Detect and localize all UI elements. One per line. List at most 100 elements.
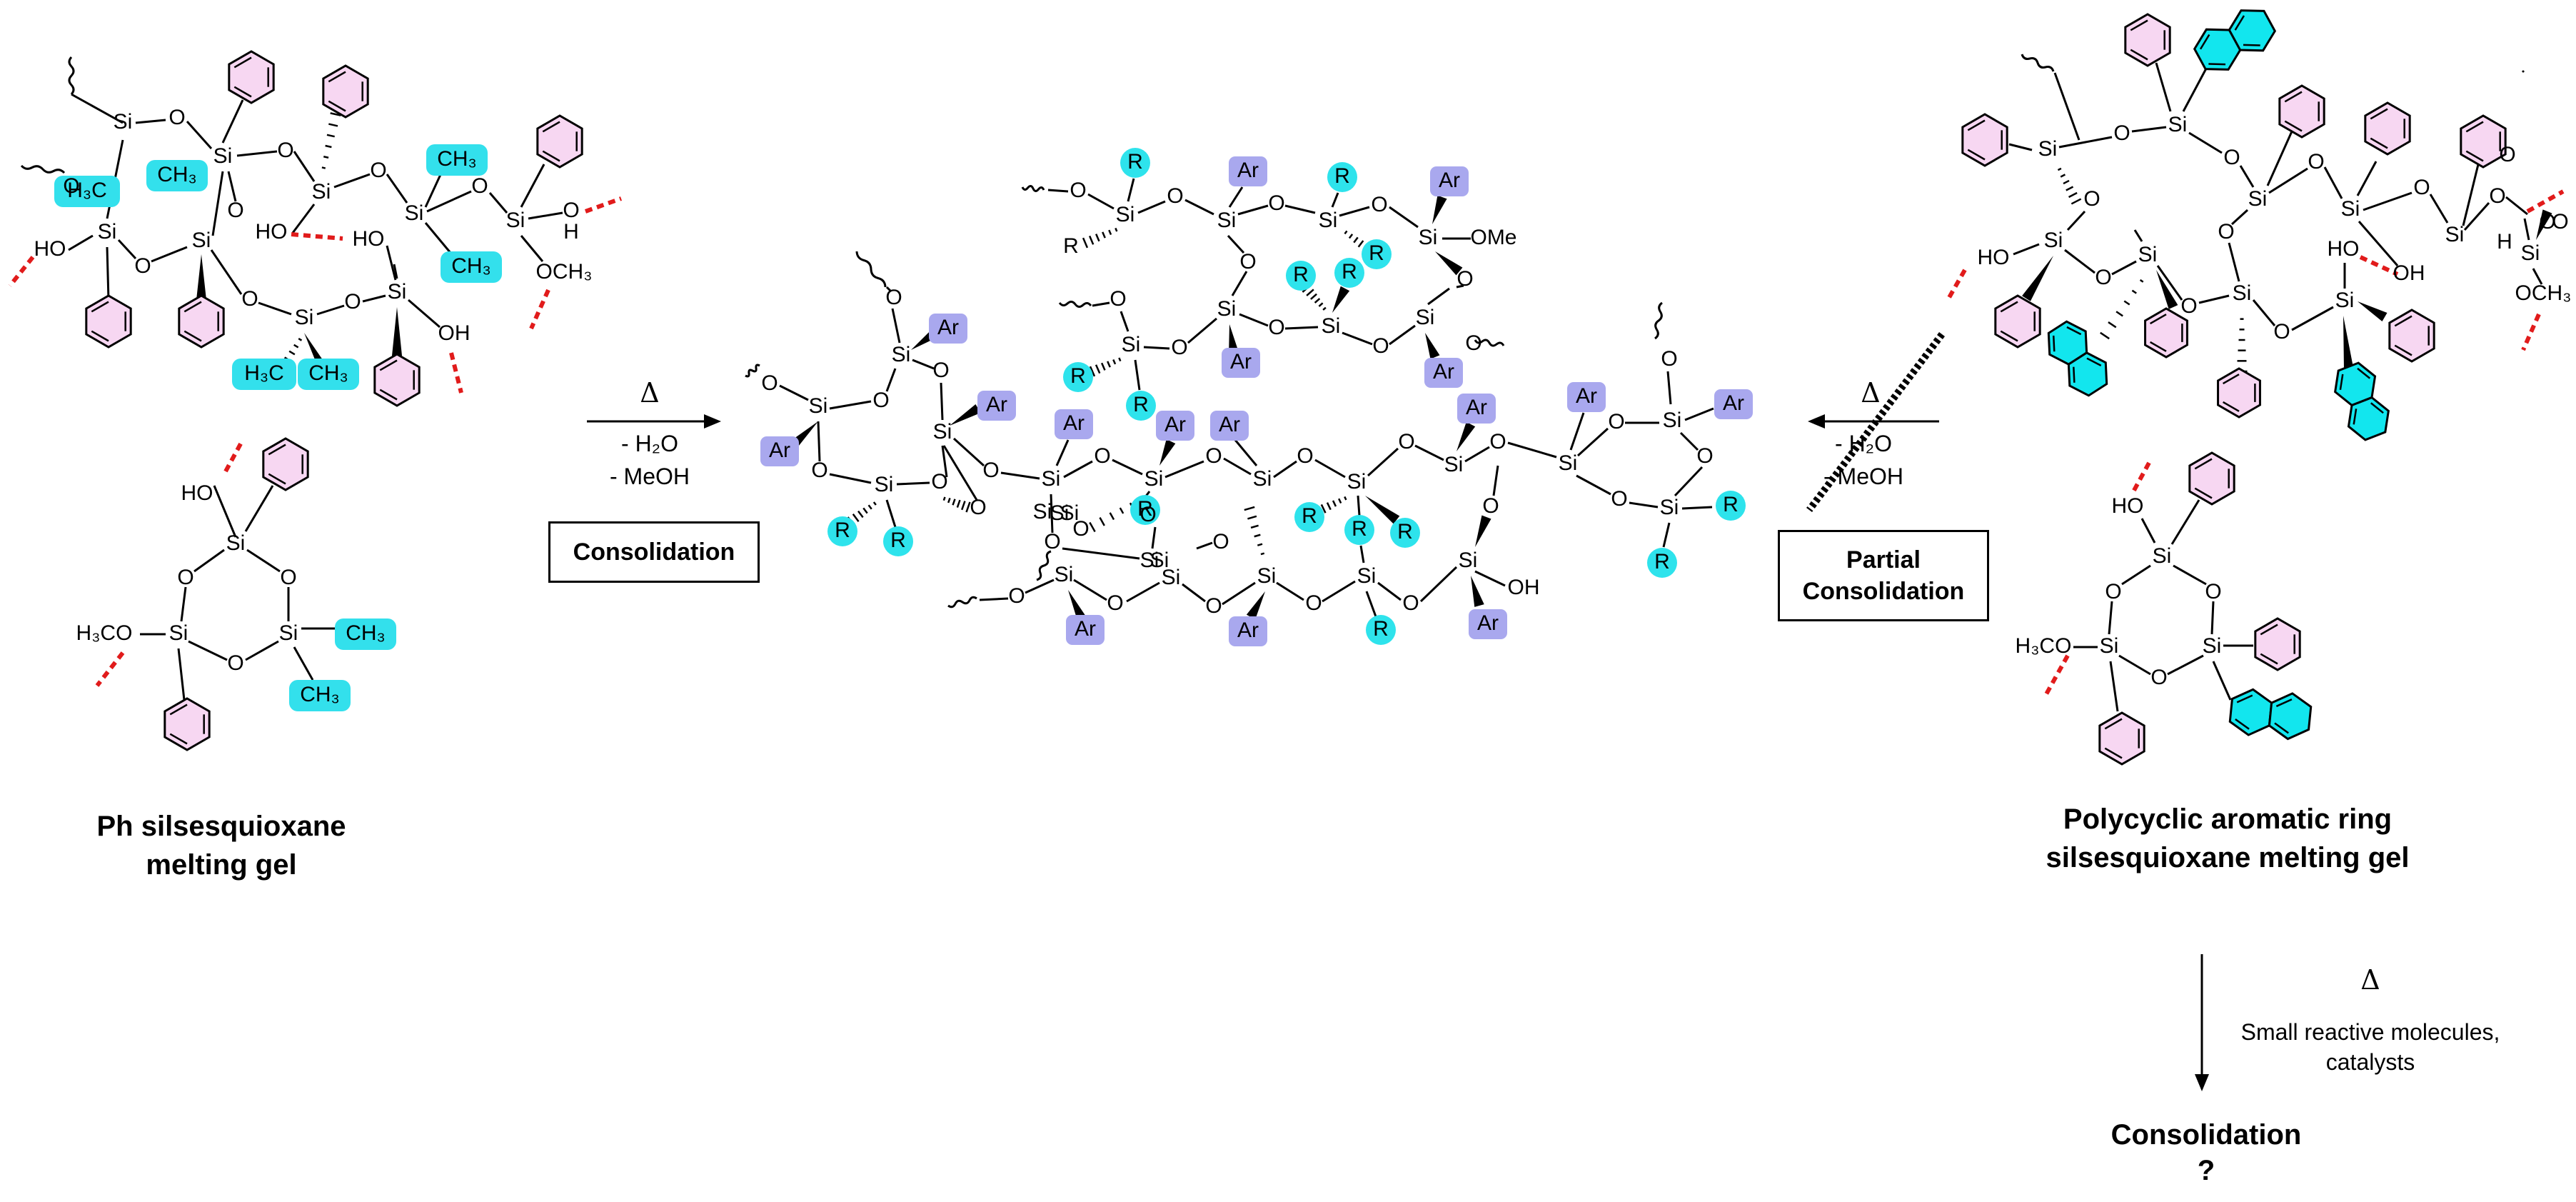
hash-bond <box>1307 289 1314 296</box>
phenyl-ring <box>165 698 209 750</box>
consolidation-box: Consolidation <box>548 521 760 583</box>
bond <box>2132 127 2166 131</box>
o-atom: O <box>1456 267 1473 291</box>
o-atom: O <box>1094 444 1110 468</box>
o-atom: O <box>2413 176 2430 199</box>
hash-bond <box>1102 232 1105 238</box>
bond <box>1121 311 1128 331</box>
bond <box>1274 461 1297 477</box>
si-atom: Si <box>1444 453 1464 476</box>
hash-bond <box>953 499 955 505</box>
bond <box>1152 527 1155 549</box>
wedge-bond <box>1425 333 1439 359</box>
bond <box>2059 137 2112 147</box>
ho-group: HO <box>2328 237 2360 261</box>
bond <box>2013 244 2039 254</box>
ar-substituent: Ar <box>1477 611 1499 635</box>
wavy-bond <box>2022 54 2053 71</box>
phenyl-ring <box>179 296 223 347</box>
arrow2-water-label: - H₂O <box>1799 429 1928 459</box>
o-atom: O <box>168 106 185 129</box>
bond <box>1182 584 1205 601</box>
bond <box>1675 467 1702 496</box>
si-atom: Si <box>1459 549 1478 572</box>
bond <box>69 236 93 250</box>
bond <box>1465 447 1489 461</box>
right-gel-caption: Polycyclic aromatic ring silsesquioxane … <box>1978 800 2477 877</box>
o-atom: O <box>1212 530 1229 554</box>
bond <box>317 306 344 314</box>
hash-bond <box>1323 308 1326 310</box>
bond <box>2055 73 2079 140</box>
bond <box>387 246 396 280</box>
si-atom: Si <box>1144 467 1164 491</box>
o-atom: O <box>1239 250 1256 274</box>
arrow1-delta-label: Δ <box>614 377 685 409</box>
si-atom: Si <box>2044 229 2063 252</box>
hash-bond <box>2063 181 2069 184</box>
bond <box>2213 661 2230 700</box>
hash-bond <box>1110 513 1114 520</box>
bond <box>1332 193 1338 207</box>
ar-substituent: Ar <box>1439 169 1460 192</box>
methyl-group: CH₃ <box>346 621 386 645</box>
bond <box>1578 429 1608 456</box>
phenyl-ring <box>538 116 582 167</box>
bond <box>294 151 314 181</box>
o-atom: O <box>2218 220 2234 244</box>
methoxy-group: H₃CO <box>2016 634 2072 658</box>
o-atom: O <box>931 470 947 494</box>
phenyl-ring <box>323 66 368 117</box>
r-substituent: R <box>1293 263 1309 286</box>
r-substituent: R <box>1302 504 1317 528</box>
hash-bond <box>2069 193 2078 197</box>
bond <box>2325 167 2342 199</box>
left-gel-caption: Ph silsesquioxane melting gel <box>29 807 414 884</box>
hash-bond <box>2071 199 2081 204</box>
phenyl-ring <box>2218 369 2260 417</box>
bond <box>246 641 278 660</box>
bond <box>1074 580 1107 600</box>
hash-bond <box>1090 236 1093 244</box>
bond <box>1092 303 1110 306</box>
si-atom: Si <box>1122 333 1141 356</box>
bond <box>941 383 942 420</box>
hash-bond <box>1354 237 1357 242</box>
partial-consolidation-box: Partial Consolidation <box>1778 530 1989 621</box>
si-atom: Si <box>312 180 331 204</box>
ho-group: HO <box>1978 246 2010 269</box>
si-atom: Si <box>1217 297 1237 321</box>
bond <box>2068 211 2085 230</box>
bond <box>1229 187 1242 207</box>
o-atom: O <box>932 359 949 382</box>
hydrogen-bond <box>585 199 621 211</box>
o-atom: O <box>2489 184 2505 208</box>
si-atom: Si <box>1042 467 1061 491</box>
bond <box>892 309 900 343</box>
si-atom: Si <box>1416 306 1435 329</box>
o-atom: O <box>134 254 151 278</box>
o-atom: O <box>471 174 488 198</box>
bond <box>1239 314 1268 326</box>
hydrogen-bond <box>2523 314 2539 350</box>
o-atom: O <box>1139 503 1156 526</box>
phenyl-ring <box>86 296 131 347</box>
ar-substituent: Ar <box>1219 413 1240 436</box>
arrow1-methanol-label: - MeOH <box>585 461 714 491</box>
hash-bond <box>2058 169 2061 170</box>
r-substituent: R <box>890 529 906 552</box>
hash-bond <box>1315 299 1320 303</box>
forward-arrow-head <box>704 414 721 429</box>
ar-substituent: Ar <box>1723 391 1744 415</box>
si-atom: Si <box>1253 467 1272 491</box>
bond <box>211 250 241 294</box>
ar-substituent: Ar <box>937 316 959 339</box>
hash-bond <box>1319 303 1322 306</box>
bond <box>2142 519 2155 543</box>
o-atom: O <box>177 566 193 589</box>
hash-bond <box>1344 231 1347 234</box>
si-atom: Si <box>1050 501 1070 525</box>
hash-bond <box>874 502 876 505</box>
si-atom: Si <box>1322 314 1341 338</box>
o-atom: O <box>2499 143 2515 166</box>
